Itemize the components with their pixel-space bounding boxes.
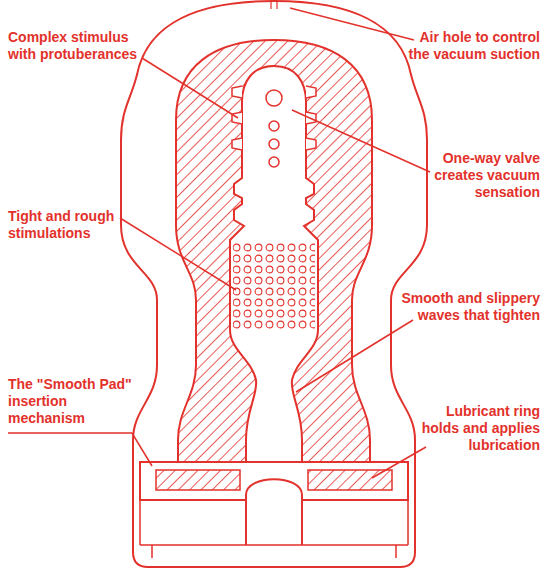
air-hole: [270, 0, 271, 9]
callout-label: The "Smooth Pad" insertion mechanism: [8, 376, 133, 427]
callout-label: Lubricant ring holds and applies lubrica…: [415, 403, 540, 454]
cup-outline-inner: [124, 4, 424, 564]
lubricant-ring: [156, 470, 240, 490]
leader-line: [120, 218, 236, 290]
insertion-opening: [246, 479, 302, 545]
callout-label: Tight and rough stimulations: [8, 208, 138, 242]
callout-label: Complex stimulus with protuberances: [8, 29, 148, 63]
leader-line: [8, 433, 152, 466]
protuberances: [232, 86, 316, 150]
leader-line: [290, 8, 414, 40]
leader-line: [142, 58, 238, 118]
leader-line: [292, 110, 430, 172]
leader-line: [372, 447, 426, 478]
callout-label: Air hole to control the vacuum suction: [405, 29, 540, 63]
valve-hole: [269, 121, 279, 131]
leader-line: [296, 320, 413, 392]
callout-label: Smooth and slippery waves that tighten: [390, 290, 540, 324]
rough-dots: [233, 242, 315, 330]
cup-outline: [124, 4, 424, 564]
air-hole: [276, 0, 277, 9]
valve-hole: [266, 90, 282, 106]
valve-hole: [269, 139, 279, 149]
callout-label: One-way valve creates vacuum sensation: [425, 150, 540, 201]
leader-lines: [8, 8, 430, 478]
sleeve: [176, 40, 372, 462]
base-lines: [140, 500, 408, 558]
valve-hole: [269, 157, 279, 167]
inner-channel: [230, 66, 318, 462]
